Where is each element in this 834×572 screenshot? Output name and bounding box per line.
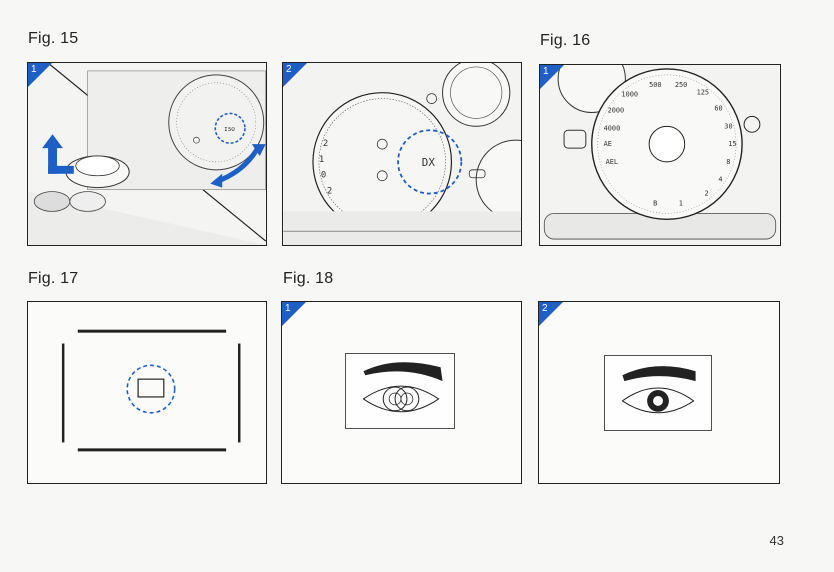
fig15-panel-2-corner-badge: 2 — [283, 63, 307, 87]
speed-2: 2 — [705, 190, 709, 198]
camera-dial-rotate-illustration: ISO — [28, 63, 266, 245]
shutter-speed-dial-illustration: 2000 1000 500 250 125 60 30 15 8 4 2 1 B… — [540, 65, 780, 245]
speed-60: 60 — [714, 104, 722, 112]
fig16-panel-1-corner-badge: 1 — [540, 65, 564, 89]
page-number: 43 — [770, 533, 784, 548]
fig18-panel-2-corner-badge: 2 — [539, 302, 563, 326]
fig17-panel — [27, 301, 267, 484]
eye-single-image-illustration — [539, 302, 779, 483]
fig15-panel-2: DX 2 1 0 2 2 — [282, 62, 522, 246]
dx-marking: DX — [422, 156, 436, 169]
fig15-panel-1: ISO 1 — [27, 62, 267, 246]
speed-8: 8 — [726, 158, 730, 166]
mode-ael: AEL — [606, 158, 618, 166]
fig16-panel-1: 2000 1000 500 250 125 60 30 15 8 4 2 1 B… — [539, 64, 781, 246]
fig15-panel-1-corner-badge: 1 — [28, 63, 52, 87]
fig15-label: Fig. 15 — [28, 30, 78, 48]
fig16-label: Fig. 16 — [540, 32, 590, 50]
speed-b: B — [653, 199, 657, 207]
dial-small-marking: ISO — [224, 126, 235, 133]
mode-ae: AE — [604, 140, 612, 148]
iso-mark-a: 2 — [323, 139, 328, 149]
speed-250: 250 — [675, 81, 687, 89]
fig18-panel-1-corner-badge: 1 — [282, 302, 306, 326]
fig18-panel-2: 2 — [538, 301, 780, 484]
speed-1: 1 — [679, 199, 683, 207]
speed-500: 500 — [649, 81, 661, 89]
dx-dial-illustration: DX 2 1 0 2 — [283, 63, 521, 245]
speed-4: 4 — [718, 176, 722, 184]
iso-mark-b: 1 — [319, 155, 324, 165]
iso-mark-c: 0 — [321, 171, 326, 181]
speed-15: 15 — [728, 140, 736, 148]
eye-double-image-illustration — [282, 302, 521, 483]
speed-30: 30 — [724, 122, 732, 130]
speed-2000: 2000 — [608, 106, 625, 114]
fig18-label: Fig. 18 — [283, 270, 333, 288]
mode-4000: 4000 — [604, 124, 621, 132]
fig17-label: Fig. 17 — [28, 270, 78, 288]
speed-125: 125 — [697, 89, 709, 97]
viewfinder-frame-illustration — [28, 302, 266, 483]
speed-1000: 1000 — [621, 91, 638, 99]
fig18-panel-1: 1 — [281, 301, 522, 484]
iso-mark-d: 2 — [327, 187, 332, 197]
